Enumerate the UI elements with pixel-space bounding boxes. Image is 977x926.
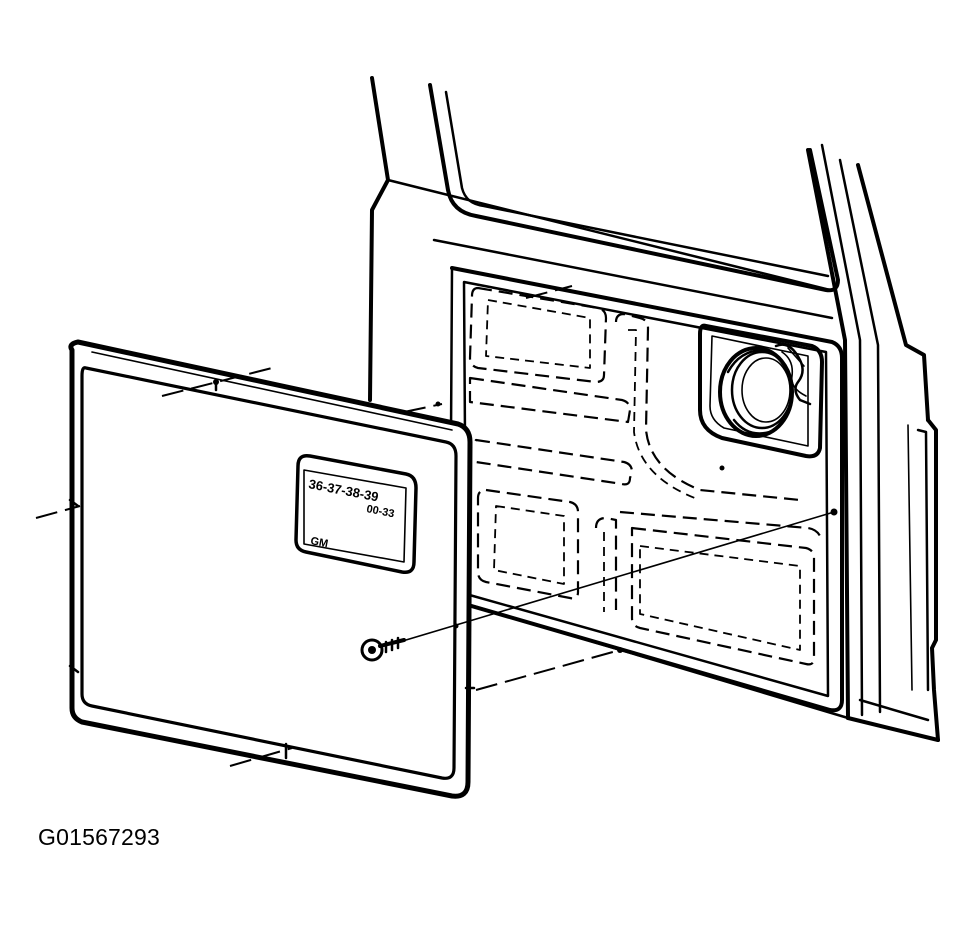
speaker [718,343,812,471]
screw-fastener [360,636,406,662]
label-plate-brand: GM [309,535,329,550]
alignment-lines [35,285,838,767]
label-plate-row-2: 00-33 [365,503,395,520]
trim-panel [68,339,476,799]
door-frame [368,76,940,742]
figure-caption: G01567293 [38,824,161,850]
label-plate: 36-37-38-39 00-33 GM [294,453,418,575]
inner-door-panel [448,266,844,713]
